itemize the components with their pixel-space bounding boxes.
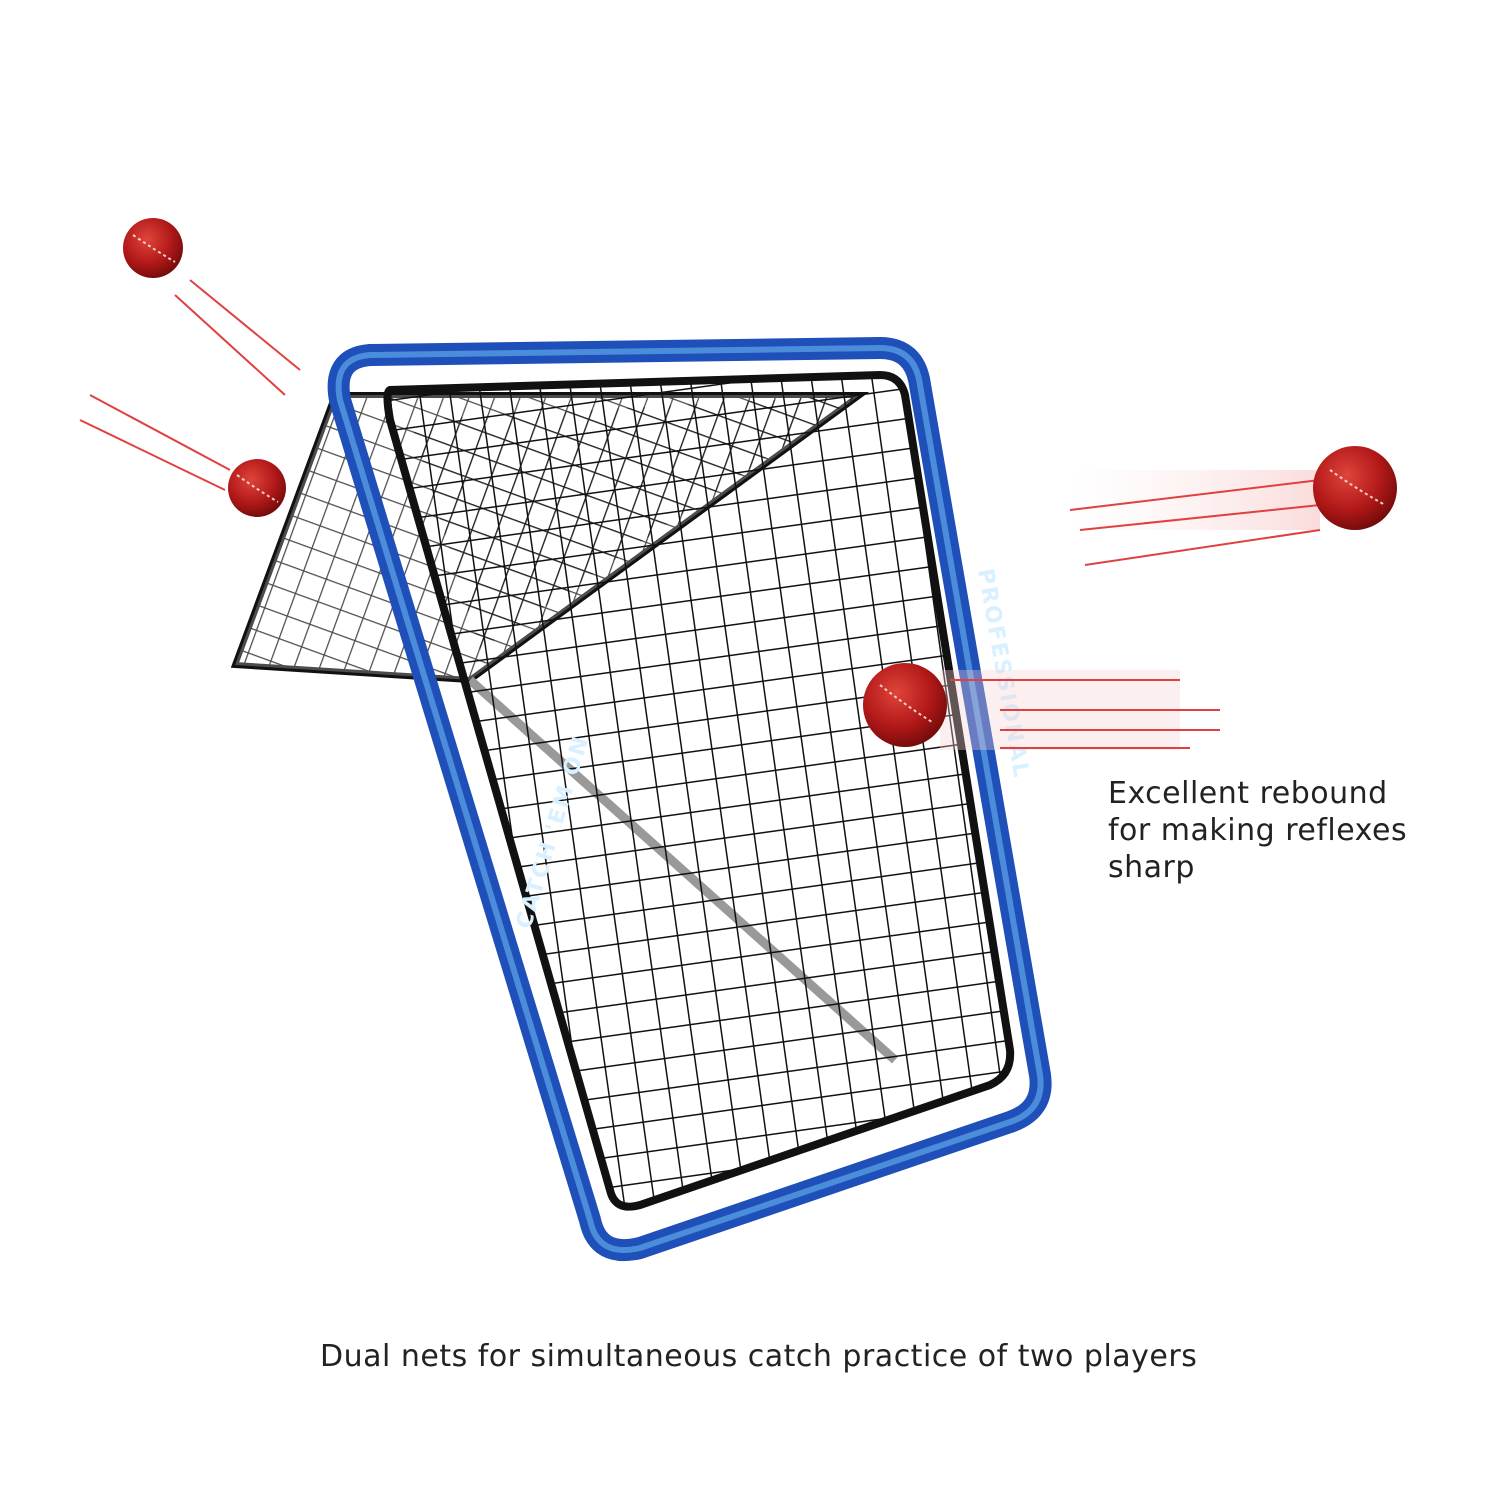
cricket-ball <box>863 663 1220 750</box>
rebound-caption: Excellent rebound for making reflexes sh… <box>1108 775 1488 886</box>
cricket-ball <box>79 394 286 517</box>
cricket-ball <box>123 218 301 396</box>
cricket-ball <box>1069 446 1397 566</box>
rebound-caption-line: for making reflexes <box>1108 813 1408 848</box>
rebound-caption-line: sharp <box>1108 850 1195 885</box>
rebound-caption-line: Excellent rebound <box>1108 776 1388 811</box>
dual-nets-caption: Dual nets for simultaneous catch practic… <box>320 1339 1198 1374</box>
front-net <box>383 370 1015 1211</box>
